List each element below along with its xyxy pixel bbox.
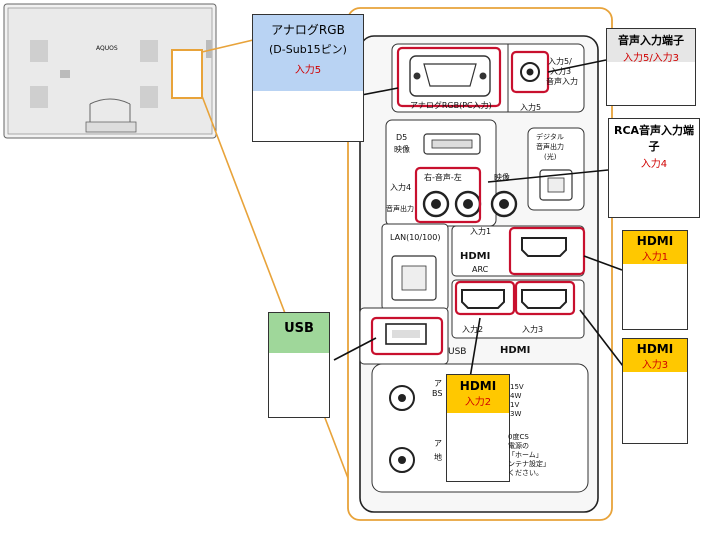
label-analog-rgb-pc: アナログRGB(PC入力) [410,101,492,110]
callout-audio-in-input: 入力5/入力3 [622,53,680,64]
label-usb: USB [448,347,467,357]
label-d5-video: 映像 [394,145,410,154]
callout-hdmi1: HDMI 入力1 [622,230,688,330]
label-ant-a: ア [434,379,442,388]
callout-analog-rgb-head: アナログRGB (D-Sub15ピン) 入力5 [253,15,363,91]
label-input4: 入力4 [390,183,412,192]
callout-hdmi2-title: HDMI [459,379,497,393]
label-input1: 入力1 [470,227,492,236]
label-arc: ARC [472,265,489,274]
label-hdmi-logo: HDMI [460,251,491,262]
callout-analog-rgb-input: 入力5 [294,65,322,76]
label-ant-chi: 地 [434,453,442,462]
callout-hdmi1-title: HDMI [636,234,674,248]
label-bs: BS [432,389,443,398]
label-digital-1: デジタル [536,133,564,141]
cs-note-2: 電源の [508,442,529,450]
callout-hdmi2: HDMI 入力2 [446,374,510,482]
callout-hdmi2-input: 入力2 [464,397,492,408]
callout-analog-rgb-subtitle: (D-Sub15ピン) [269,43,347,56]
callout-hdmi1-input: 入力1 [641,252,669,263]
cs-note-1: 0度CS [508,433,529,441]
callout-rca-audio: RCA音声入力端子 入力4 [608,118,700,218]
hdmi-ports-panel [461,237,567,309]
label-d5: D5 [396,133,408,142]
callout-analog-rgb-title: アナログRGB [271,23,345,37]
label-audio-in: 音声入力 [546,77,578,86]
label-lan: LAN(10/100) [390,233,441,242]
cs-note-3: 「ホーム」 [508,451,543,459]
label-audio-out: 音声出力 [386,205,414,213]
callout-usb: USB [268,312,330,418]
power-line-4: 3W [510,410,522,418]
callout-audio-in: 音声入力端子 入力5/入力3 [606,28,696,106]
label-rca-lr: 右-音声-左 [424,173,462,182]
callout-audio-in-title: 音声入力端子 [618,34,684,47]
label-digital-2: 音声出力 [536,143,564,151]
power-line-1: 15V [510,383,524,391]
power-line-2: 4W [510,392,522,400]
power-line-3: 1V [510,401,520,409]
label-input5: 入力5/ [548,57,572,66]
label-input5-bottom: 入力5 [520,103,542,112]
callout-hdmi3-title: HDMI [636,342,674,356]
label-input3-top: 入力3 [550,67,572,76]
label-hdmi-logo-2: HDMI [500,345,531,356]
rca-jacks-panel [422,190,518,218]
label-digital-3: (光) [544,153,557,161]
label-video: 映像 [494,173,510,182]
red-highlights [370,46,586,356]
antenna-ports [389,385,415,473]
tv-back-illustration [3,3,217,139]
tv-logo: AQUOS [96,45,118,52]
label-input2: 入力2 [462,325,484,334]
callout-hdmi3: HDMI 入力3 [622,338,688,444]
callout-rca-audio-input: 入力4 [640,159,668,170]
cs-note-4: ンテナ設定」 [508,460,550,468]
cs-note-5: ください。 [508,469,543,477]
label-ant-a-2: ア [434,439,442,448]
callout-usb-title: USB [284,321,314,336]
label-input3-hdmi: 入力3 [522,325,544,334]
callout-analog-rgb: アナログRGB (D-Sub15ピン) 入力5 [252,14,364,142]
callout-hdmi3-input: 入力3 [641,360,669,371]
vga-port [409,55,491,97]
callout-rca-audio-title: RCA音声入力端子 [613,124,695,153]
